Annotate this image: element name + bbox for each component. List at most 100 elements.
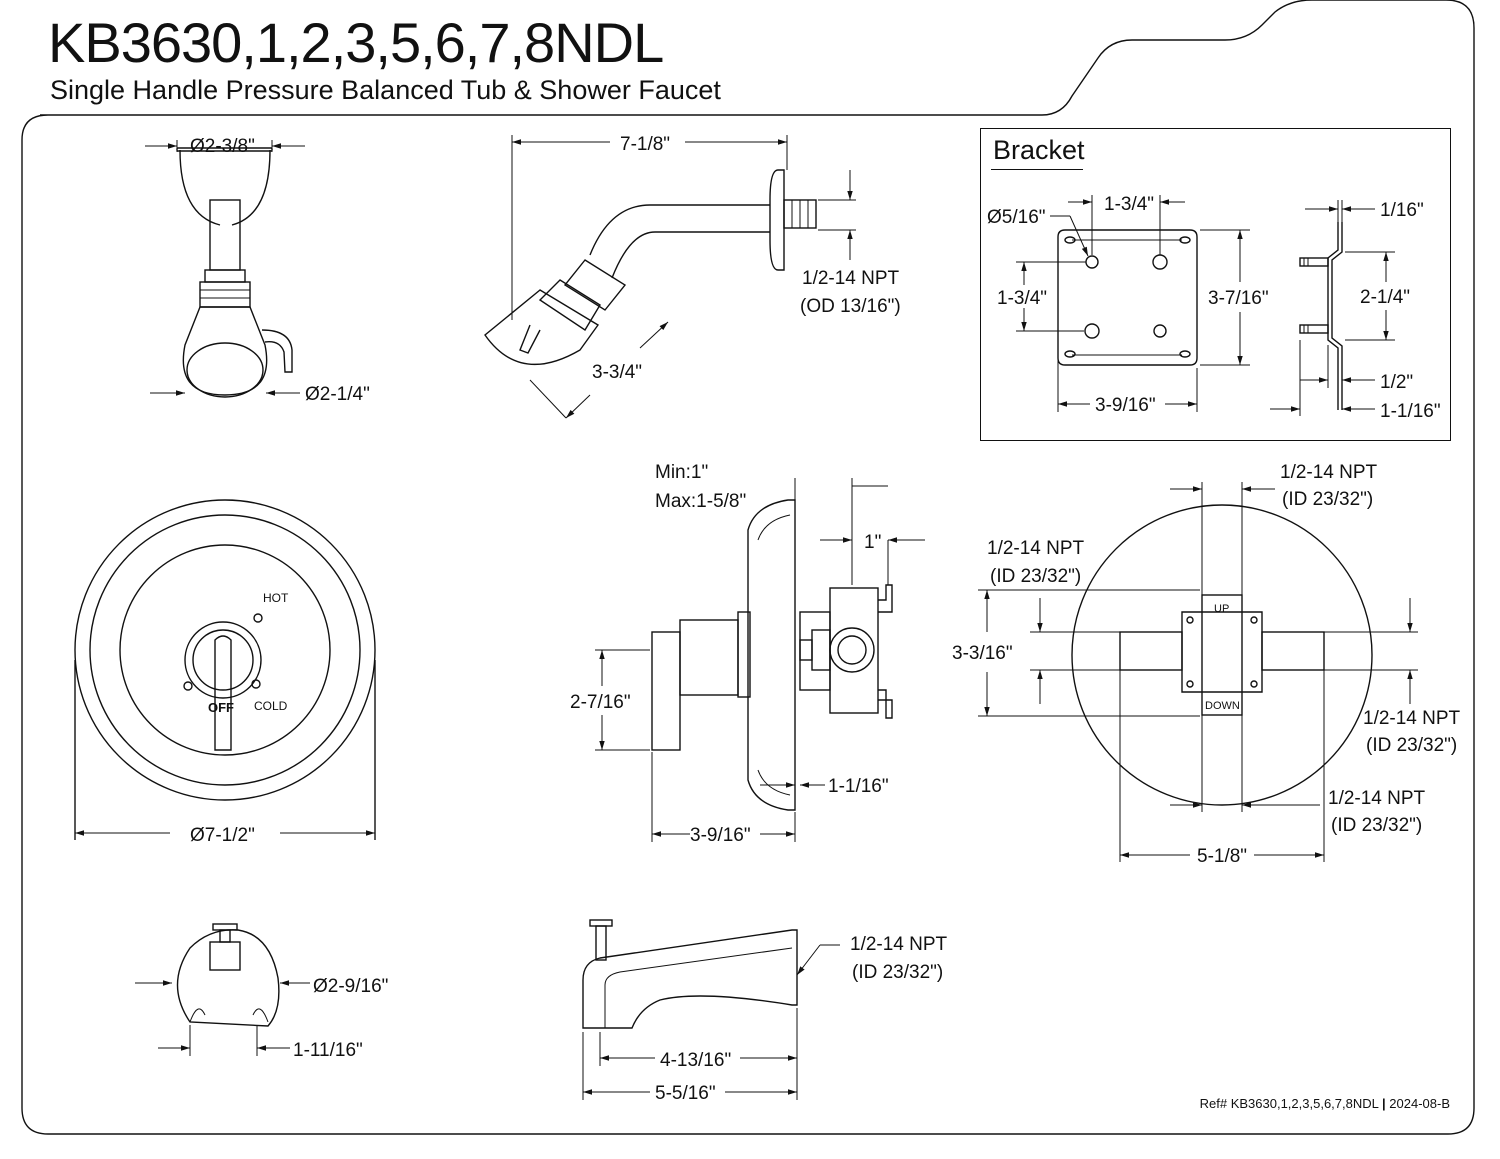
trim-plate-front-view: HOT COLD OFF Ø7-1/2" (74, 499, 376, 846)
product-description: Single Handle Pressure Balanced Tub & Sh… (50, 75, 721, 105)
ref-model: KB3630,1,2,3,5,6,7,8NDL (1230, 1096, 1379, 1111)
drawing-frame (21, 0, 1475, 1135)
bracket-hole-bl (1084, 323, 1100, 339)
ref-revision: 2024-08-B (1389, 1096, 1450, 1111)
shower-arm-side-view: 7-1/8" 1/2-14 NPT (OD 13/16") 3-3/4" (484, 134, 901, 419)
shower-head-front-view: Ø2-3/8" Ø2-1/4" (145, 136, 370, 405)
bottom-port-line1: 1/2-14 NPT (1328, 788, 1426, 809)
spout-side-view: 4-13/16" 5-5/16" 1/2-14 NPT (ID 23/32") (582, 919, 948, 1104)
cold-label: COLD (254, 699, 288, 713)
bracket-hole-tl (1085, 255, 1099, 269)
bracket-title-underline (991, 169, 1083, 171)
arm-pipe (209, 199, 241, 271)
dim-plate-height: 3-7/16" (1208, 288, 1269, 309)
dim-valve-height: 3-3/16" (952, 643, 1013, 664)
model-title: KB3630,1,2,3,5,6,7,8NDL (48, 11, 664, 74)
valve-body-back (1201, 594, 1243, 716)
dim-depth-min: Min:1" (655, 462, 708, 483)
stud-bottom (1299, 324, 1329, 334)
dim-trim-diameter: Ø7-1/2" (190, 825, 255, 846)
dim-plate-offset: 1-1/16" (828, 776, 889, 797)
valve-body (829, 587, 879, 714)
dim-arm-thread-1: 1/2-14 NPT (802, 268, 900, 289)
handle-lever (214, 635, 232, 751)
spout-front-body (176, 929, 280, 1027)
spout-front-outlet (209, 941, 241, 971)
arm-pipe-side (589, 204, 770, 279)
spout-front-view: Ø2-9/16" 1-11/16" (135, 923, 388, 1061)
dim-head-depth: 3-3/4" (592, 362, 642, 383)
side-indicator (183, 681, 193, 691)
spout-side-body (582, 929, 798, 1029)
valve-port (829, 627, 875, 673)
valve-side-view: Min:1" Max:1-5/8" 1" 2-7/16" 3-9/16" 1-1… (570, 462, 925, 846)
handle-hub (184, 621, 262, 699)
hot-indicator (253, 613, 263, 623)
arm-flange (769, 169, 785, 271)
bracket-side-view: 1/16" 2-1/4" 1/2" 1-1/16" (1270, 200, 1441, 422)
ref-separator: | (1382, 1096, 1386, 1111)
swivel-ball (563, 259, 627, 311)
port-right (1261, 631, 1325, 671)
dim-valve-width: 5-1/8" (1197, 846, 1247, 867)
port-left (1119, 631, 1183, 671)
dim-bracket-thickness: 1/16" (1380, 200, 1424, 221)
handle-side (651, 631, 681, 751)
dim-stud-spacing: 2-1/4" (1360, 287, 1410, 308)
bracket-profile (1327, 222, 1339, 410)
hot-label: HOT (263, 591, 289, 605)
bracket-front-view: 3-9/16" 3-7/16" 1-3/4" 1-3/4" Ø5/16" (987, 194, 1269, 416)
bracket-plate (1057, 229, 1198, 366)
reference-line: Ref# KB3630,1,2,3,5,6,7,8NDL | 2024-08-B (1200, 1096, 1450, 1111)
dim-offset-total: 1-1/16" (1380, 401, 1441, 422)
spray-face (186, 342, 264, 398)
bracket-title: Bracket (993, 135, 1085, 165)
valve-bracket-back (1181, 611, 1263, 693)
trim-plate-inner (119, 544, 331, 756)
ref-label: Ref# (1199, 1096, 1228, 1111)
valve-stem (799, 611, 831, 691)
bottom-port-line2: (ID 23/32") (1331, 815, 1422, 836)
bracket-hole-tr (1152, 254, 1168, 270)
dim-flange-diameter: Ø2-3/8" (190, 136, 255, 157)
right-port-line1: 1/2-14 NPT (1363, 708, 1461, 729)
flange-outline (179, 149, 271, 226)
dim-total-depth: 3-9/16" (690, 825, 751, 846)
dim-depth-max: Max:1-5/8" (655, 491, 746, 512)
diverter-knob-side (589, 919, 613, 927)
spray-lever (261, 329, 293, 373)
head-cone (182, 306, 268, 396)
knurl-ring (199, 281, 251, 308)
left-port-line2: (ID 23/32") (990, 566, 1081, 587)
right-port-line2: (ID 23/32") (1366, 735, 1457, 756)
off-label: OFF (208, 700, 234, 715)
dim-offset-small: 1/2" (1380, 372, 1413, 393)
dim-spout-length: 5-5/16" (655, 1083, 716, 1104)
top-port-line2: (ID 23/32") (1282, 489, 1373, 510)
trim-plate-side (747, 499, 796, 811)
dim-arm-thread-2: (OD 13/16") (800, 296, 901, 317)
dim-spout-reach: 4-13/16" (660, 1050, 731, 1071)
cold-indicator (251, 679, 261, 689)
dim-spout-diameter: Ø2-9/16" (313, 976, 388, 997)
down-label: DOWN (1205, 700, 1240, 712)
top-port-line1: 1/2-14 NPT (1280, 462, 1378, 483)
dim-spout-width: 1-11/16" (293, 1040, 363, 1061)
valve-back-view: UP DOWN 1/2-14 NPT (ID 23/32") 1/2-14 NP… (952, 462, 1461, 867)
dim-handle-height: 2-7/16" (570, 692, 631, 713)
lever-side (519, 324, 541, 354)
bracket-hole-br (1153, 324, 1167, 338)
trim-plate-outer (74, 499, 376, 801)
bracket-tab-top (878, 584, 893, 613)
up-label: UP (1214, 603, 1229, 615)
head-cone-side (484, 289, 600, 365)
spout-thread-line1: 1/2-14 NPT (850, 934, 948, 955)
swivel-nut (204, 269, 246, 283)
trim-plate-extension (74, 660, 376, 840)
dim-hole-spacing-v: 1-3/4" (997, 288, 1047, 309)
spout-thread-line2: (ID 23/32") (852, 962, 943, 983)
dim-arm-length: 7-1/8" (620, 134, 670, 155)
stud-top (1299, 257, 1329, 267)
valve-back-circle (1071, 504, 1373, 806)
